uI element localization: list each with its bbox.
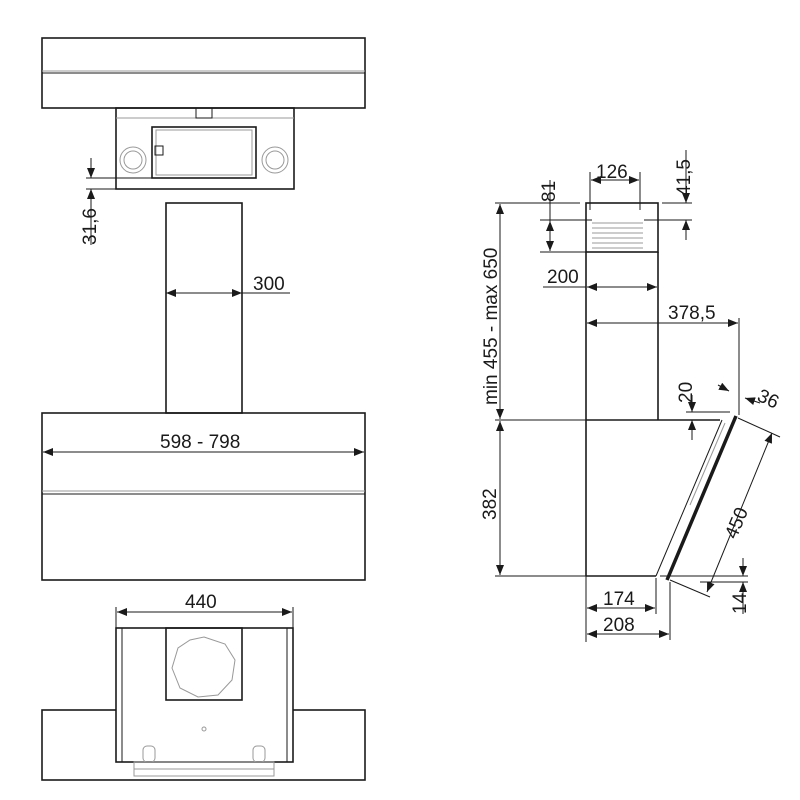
dim-body-depth: 174 [603,589,635,610]
dim-body-width: 440 [185,592,217,613]
dim-panel-thickness: 36 [754,385,782,413]
lamp-right-icon [261,146,289,174]
lamp-left-icon [119,146,147,174]
dim-filter-offset: 31,6 [80,208,101,245]
dim-hood-width: 598 - 798 [160,432,240,453]
fan-icon [171,636,236,698]
glass-panel [665,415,738,581]
filter-latch-icon [154,145,164,156]
front-view: 31,6 300 598 - 798 [41,37,366,581]
top-view: 440 [41,592,366,781]
air-outlet [585,202,659,253]
dim-panel-bottom-offset: 14 [730,592,751,614]
dim-panel-length: 450 [721,505,753,542]
motor-housing-plan [115,627,294,763]
dim-outlet-top: 41,5 [674,159,695,196]
dim-outlet-width: 126 [596,162,628,183]
dim-chimney-height: min 455 - max 650 [481,248,502,405]
grease-filter [151,126,257,179]
dim-hood-height: 382 [480,488,501,520]
chimney [165,202,243,414]
hinge-left-icon [142,745,156,763]
side-view: 126 81 41,5 min 455 - max 650 200 378,5 … [480,150,782,642]
dim-total-depth: 378,5 [668,303,716,324]
outlet-grille-icon [592,222,643,249]
fan-opening [165,627,243,701]
hood-body [41,412,366,581]
dim-chimney-depth: 200 [547,267,579,288]
dim-panel-top-offset: 20 [676,382,697,403]
dim-bottom-depth: 208 [603,615,635,636]
motor-unit [115,107,295,190]
dim-chimney-width: 300 [253,274,285,295]
dim-outlet-height: 81 [539,181,560,202]
hinge-right-icon [252,745,266,763]
